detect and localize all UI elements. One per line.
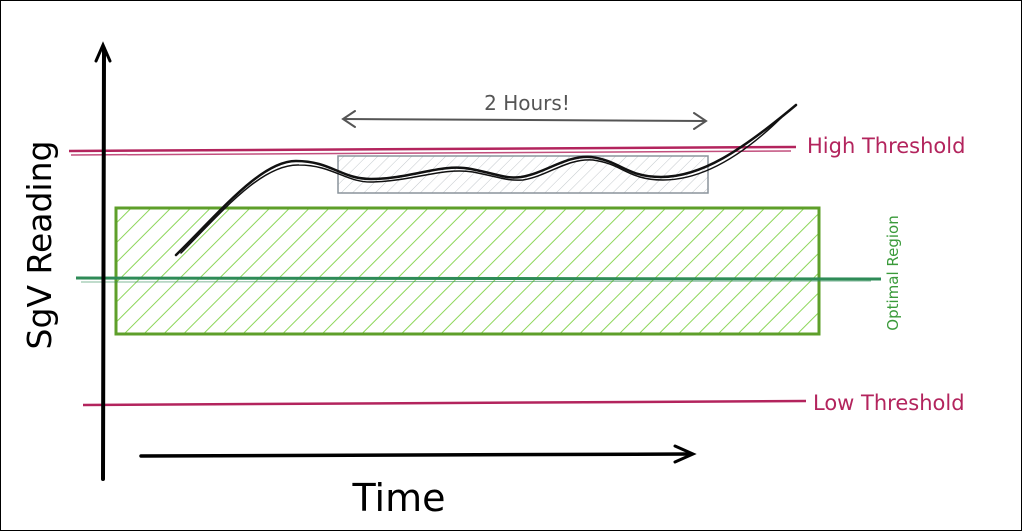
y-axis-label: SgV Reading bbox=[20, 141, 59, 350]
duration-arrow bbox=[342, 118, 707, 122]
duration-highlight-box bbox=[337, 155, 709, 194]
x-axis-arrowhead bbox=[673, 444, 697, 464]
duration-label: 2 Hours! bbox=[484, 91, 570, 115]
optimal-region-label: Optimal Region bbox=[884, 215, 902, 330]
y-axis bbox=[101, 47, 106, 481]
low-threshold-label: Low Threshold bbox=[813, 391, 965, 415]
sgv-curve bbox=[174, 103, 798, 257]
low-threshold-line bbox=[82, 399, 807, 407]
x-axis bbox=[139, 452, 693, 458]
y-axis-arrowhead bbox=[94, 41, 112, 63]
optimal-region-box bbox=[114, 206, 821, 336]
optimal-center-line bbox=[75, 276, 882, 281]
high-threshold-line bbox=[68, 145, 797, 153]
high-threshold-label: High Threshold bbox=[807, 134, 965, 158]
x-axis-label: Time bbox=[352, 476, 446, 520]
